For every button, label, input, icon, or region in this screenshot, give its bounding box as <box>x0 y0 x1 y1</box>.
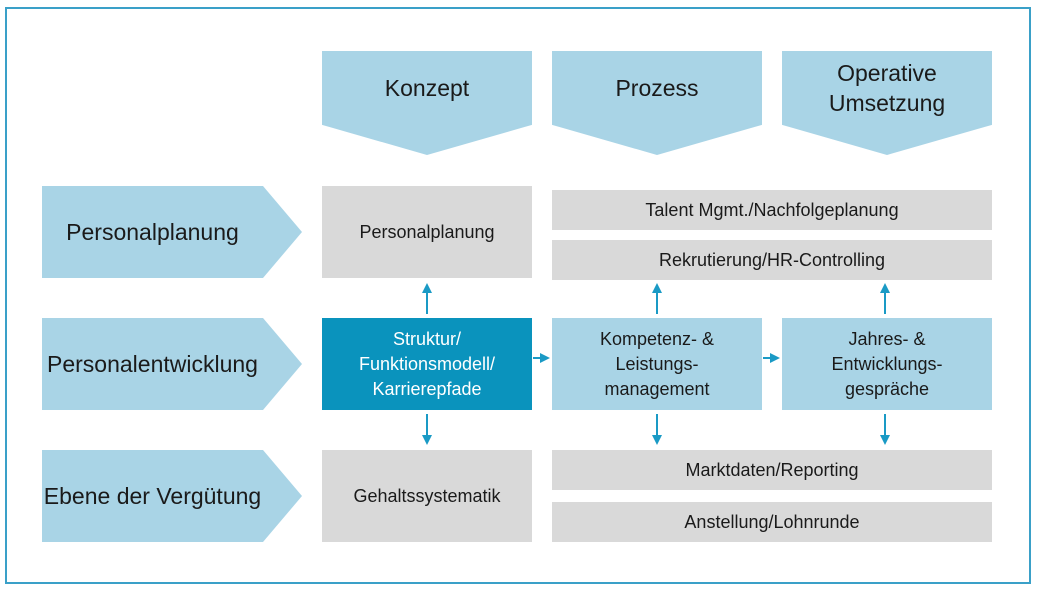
box-jahres: Jahres- & Entwicklungs- gespräche <box>782 318 992 410</box>
box-marktdaten: Marktdaten/Reporting <box>552 450 992 490</box>
box-personalplanung: Personalplanung <box>322 186 532 278</box>
box-struktur: Struktur/ Funktionsmodell/ Karrierepfade <box>322 318 532 410</box>
row-label-verguetung: Ebene der Vergütung <box>42 450 302 542</box>
box-gehaltssystematik: Gehaltssystematik <box>322 450 532 542</box>
row-label-personalplanung: Personalplanung <box>42 186 302 278</box>
box-kompetenz: Kompetenz- & Leistungs- management <box>552 318 762 410</box>
box-anstellung: Anstellung/Lohnrunde <box>552 502 992 542</box>
row-label-personalentwicklung: Personalentwicklung <box>42 318 302 410</box>
diagram-frame <box>5 7 1031 584</box>
box-talent-management: Talent Mgmt./Nachfolgeplanung <box>552 190 992 230</box>
box-rekrutierung: Rekrutierung/HR-Controlling <box>552 240 992 280</box>
